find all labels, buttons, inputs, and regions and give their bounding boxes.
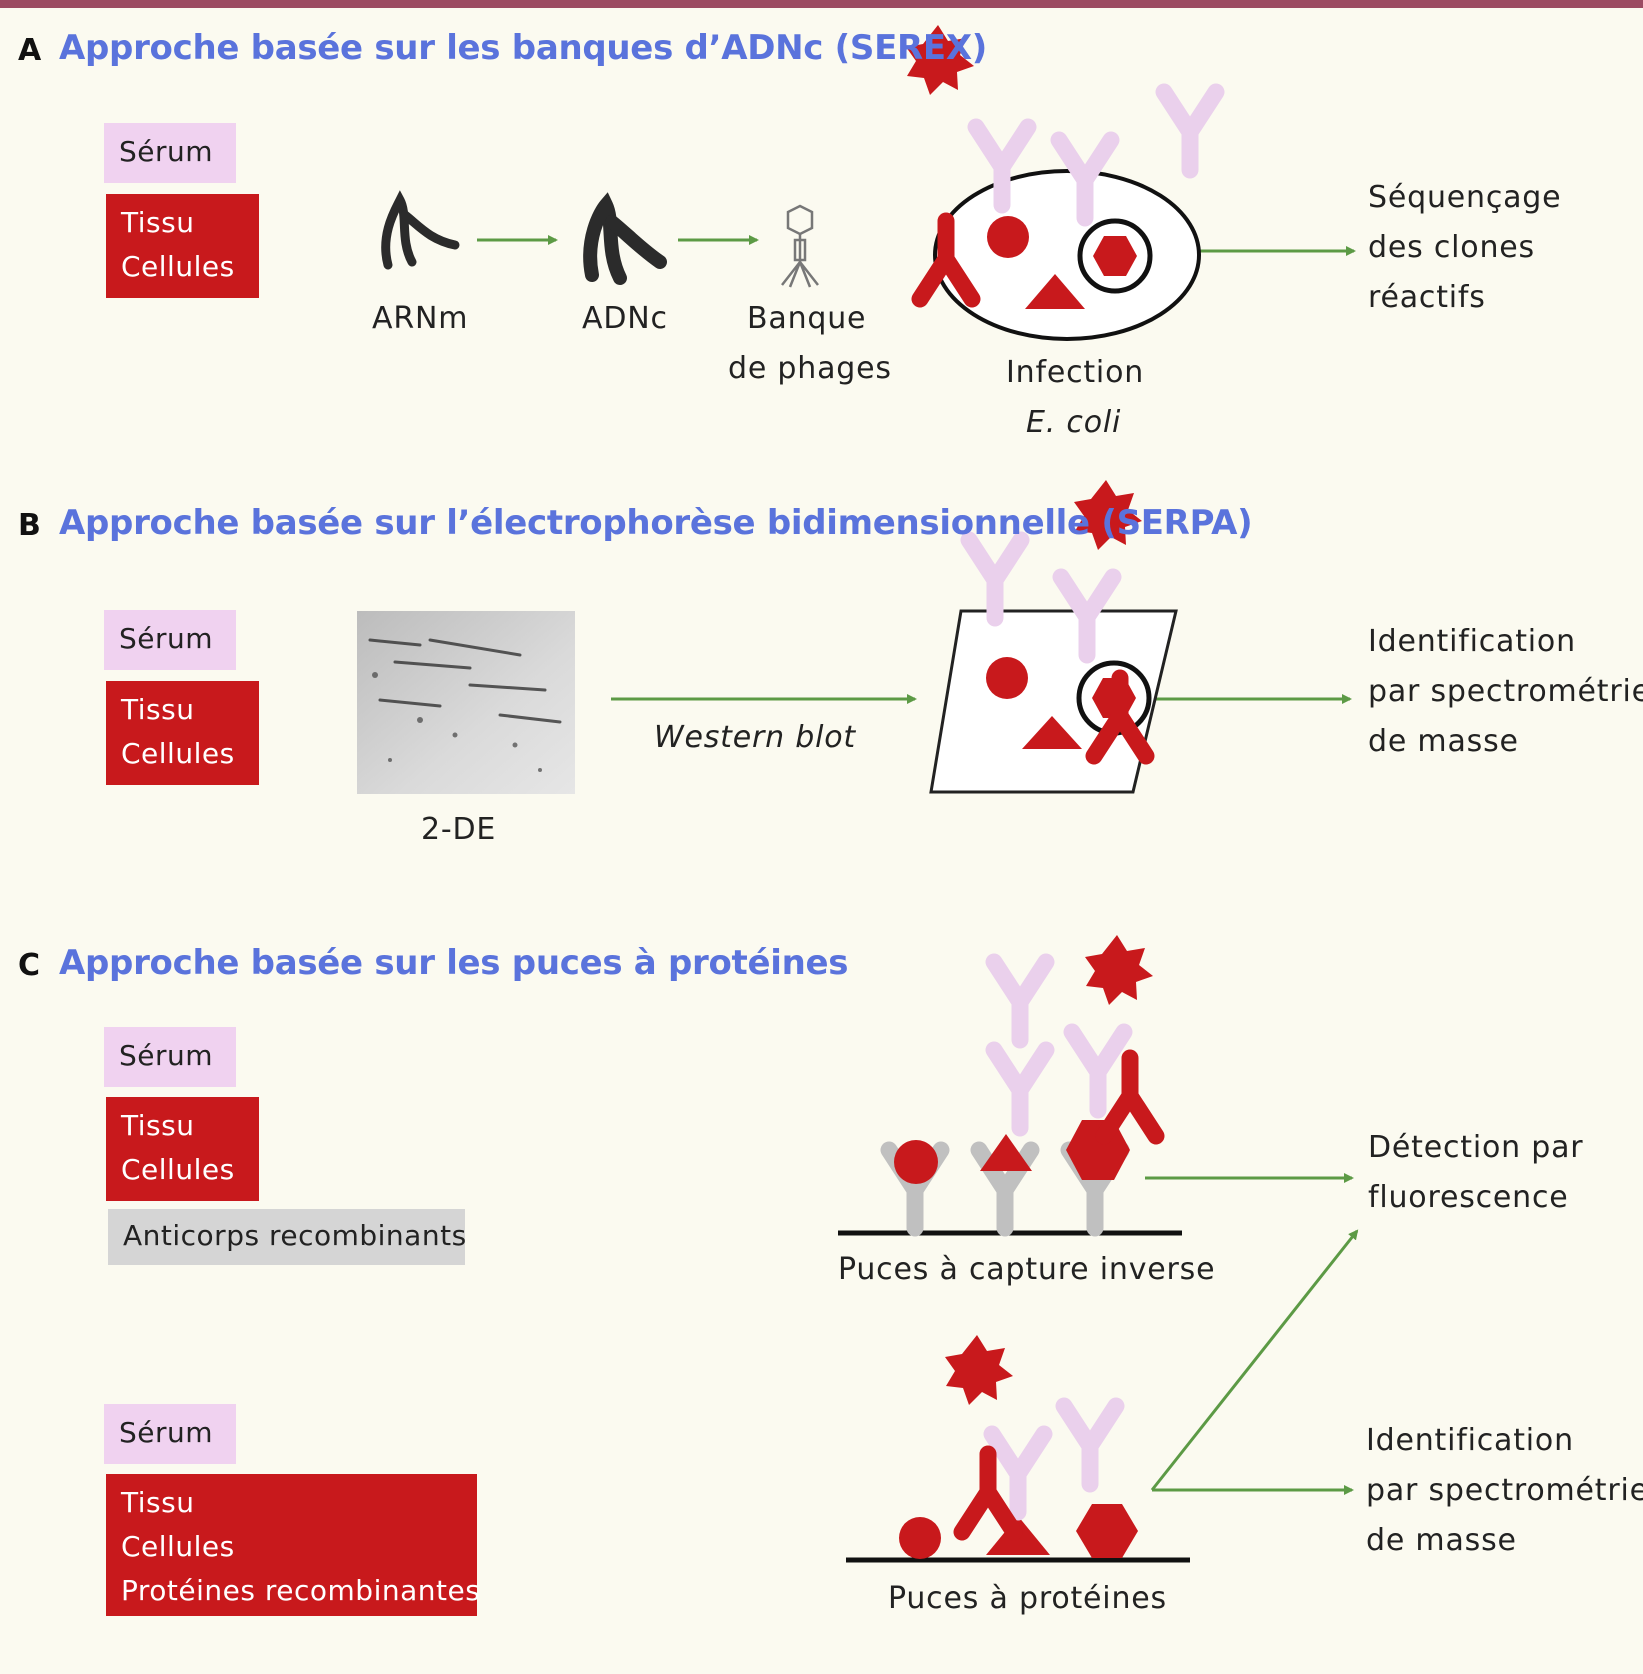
antigen-circle xyxy=(987,216,1029,258)
fluorescence-label-1: Détection par xyxy=(1368,1130,1584,1165)
serum-label: Sérum xyxy=(119,135,214,168)
serum-label: Sérum xyxy=(119,622,214,655)
star-icon xyxy=(906,25,974,95)
identification-label-3: de masse xyxy=(1366,1523,1517,1558)
antigen-triangle xyxy=(980,1134,1032,1171)
identification-label-1: Identification xyxy=(1366,1423,1574,1458)
cellules-label: Cellules xyxy=(121,1153,235,1186)
anticorps-label: Anticorps recombinants xyxy=(123,1219,467,1252)
banque-label: Banque xyxy=(747,301,867,336)
tissue-cells-proteins-box: Tissu Cellules Protéines recombinantes xyxy=(106,1474,481,1616)
identification-label-2: par spectrométrie xyxy=(1366,1473,1643,1508)
protein-chip-label: Puces à protéines xyxy=(888,1581,1167,1616)
antigen-circle xyxy=(899,1517,941,1559)
blot-membrane xyxy=(929,609,1178,794)
section-b-title: Approche basée sur l’électrophorèse bidi… xyxy=(59,503,1253,543)
2de-gel-icon xyxy=(357,611,575,794)
tissu-label: Tissu xyxy=(121,1486,195,1519)
serum-box: Sérum xyxy=(104,610,236,670)
serum-box: Sérum xyxy=(104,1027,236,1087)
serum-box: Sérum xyxy=(104,1404,236,1464)
antigen-hexagon xyxy=(1093,236,1137,276)
serum-label: Sérum xyxy=(119,1416,214,1449)
ecoli-plate xyxy=(933,169,1201,341)
y-antibody-icon xyxy=(992,1406,1116,1512)
antigen-circle xyxy=(986,657,1028,699)
antigen-triangle xyxy=(1022,716,1082,749)
cellules-label: Cellules xyxy=(121,1530,235,1563)
sequencing-label-3: réactifs xyxy=(1368,280,1486,315)
star-icon xyxy=(1085,935,1153,1005)
section-c-title: Approche basée sur les puces à protéines xyxy=(59,943,849,983)
cdna-strand-icon xyxy=(583,192,667,285)
proteines-label: Protéines recombinantes xyxy=(121,1574,481,1607)
sequencing-label-1: Séquençage xyxy=(1368,180,1562,215)
tissue-cells-box: Tissu Cellules xyxy=(106,681,259,785)
phages-label: de phages xyxy=(728,351,892,386)
antigen-hexagon xyxy=(1076,1504,1138,1558)
star-icon xyxy=(1074,480,1142,550)
tissu-label: Tissu xyxy=(121,206,195,239)
section-b-letter: B xyxy=(18,508,41,543)
adnc-label: ADNc xyxy=(582,301,668,336)
2de-label: 2-DE xyxy=(421,812,497,847)
phage-icon xyxy=(781,204,819,288)
serum-label: Sérum xyxy=(119,1039,214,1072)
section-a-title: Approche basée sur les banques d’ADNc (S… xyxy=(59,28,987,68)
antigen-triangle xyxy=(1025,274,1085,309)
section-c-letter: C xyxy=(18,948,41,983)
identification-label-2: par spectrométrie xyxy=(1368,674,1643,709)
section-a-letter: A xyxy=(18,33,42,68)
y-antibody-icon xyxy=(1104,1058,1156,1136)
identification-label-1: Identification xyxy=(1368,624,1576,659)
antigen-circle xyxy=(894,1140,938,1184)
top-border xyxy=(0,0,1643,8)
western-blot-label: Western blot xyxy=(654,720,856,755)
serum-box: Sérum xyxy=(104,123,236,183)
arnm-label: ARNm xyxy=(372,301,469,336)
green-arrow-icon xyxy=(1150,1229,1359,1495)
infection-label: Infection xyxy=(1006,355,1145,390)
cellules-label: Cellules xyxy=(121,250,235,283)
tissu-label: Tissu xyxy=(121,693,195,726)
tissu-label: Tissu xyxy=(121,1109,195,1142)
tissue-cells-box: Tissu Cellules xyxy=(106,194,259,298)
capture-chip-label: Puces à capture inverse xyxy=(838,1252,1216,1287)
cellules-label: Cellules xyxy=(121,737,235,770)
recombinant-antibodies-box: Anticorps recombinants xyxy=(108,1209,467,1265)
reactive-clone-ring xyxy=(1077,218,1153,294)
mrna-strand-icon xyxy=(381,190,460,270)
star-icon xyxy=(945,1335,1013,1405)
ecoli-label: E. coli xyxy=(1026,405,1122,440)
identification-label-3: de masse xyxy=(1368,724,1519,759)
sequencing-label-2: des clones xyxy=(1368,230,1535,265)
tissue-cells-box: Tissu Cellules xyxy=(106,1097,259,1201)
fluorescence-label-2: fluorescence xyxy=(1368,1180,1569,1215)
